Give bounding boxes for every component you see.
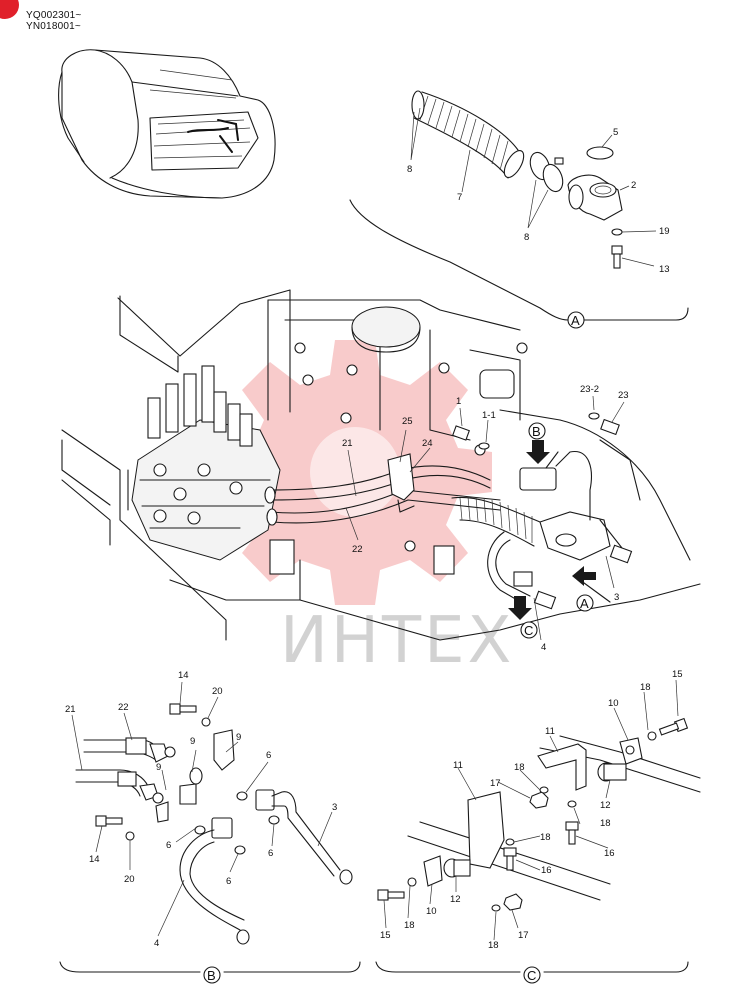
callout-7: 7 [457, 192, 462, 203]
b-callout-21: 21 [65, 704, 76, 715]
view-label-b-bottom: B [207, 968, 216, 983]
callout-25: 25 [402, 416, 413, 427]
b-callout-6-left: 6 [166, 840, 171, 851]
c-callout-10-lower: 10 [426, 906, 437, 917]
callout-1-1: 1-1 [482, 410, 496, 421]
callout-24: 24 [422, 438, 433, 449]
c-callout-11-upper: 11 [545, 726, 555, 737]
watermark-text: ИНТЕХ [280, 604, 514, 678]
main-assembly: B A C 1 1-1 23-2 23 25 24 21 22 3 4 [61, 289, 701, 653]
c-callout-18-mid: 18 [514, 762, 525, 773]
c-callout-17-upper: 17 [490, 778, 501, 789]
b-callout-3: 3 [332, 802, 337, 813]
b-callout-9-mid: 9 [190, 736, 195, 747]
c-callout-15-upper: 15 [672, 669, 683, 680]
b-callout-6-top: 6 [266, 750, 271, 761]
view-label-a-main: A [580, 596, 589, 611]
serial-range-1: YQ002301~ [26, 10, 82, 21]
c-callout-16-lower: 16 [541, 865, 552, 876]
view-a-detail: 5 2 19 13 7 8 8 A [349, 90, 689, 329]
b-callout-14-lower: 14 [89, 854, 100, 865]
view-label-b-main: B [532, 424, 541, 439]
b-callout-14-upper: 14 [178, 670, 189, 681]
view-b-detail: 14 20 22 21 9 9 9 6 3 6 6 6 14 20 4 B [59, 670, 361, 984]
callout-5: 5 [613, 127, 618, 138]
c-callout-18-left: 18 [404, 920, 415, 931]
c-callout-18-center: 18 [540, 832, 551, 843]
c-callout-18-bottom: 18 [488, 940, 499, 951]
c-callout-11-lower: 11 [453, 760, 463, 771]
machine-overview-illustration [58, 49, 276, 199]
callout-4: 4 [541, 642, 546, 653]
callout-8-upper: 8 [407, 164, 412, 175]
c-callout-18-upper: 18 [640, 682, 651, 693]
corner-mark [0, 0, 19, 19]
callout-2: 2 [631, 180, 636, 191]
b-callout-22: 22 [118, 702, 129, 713]
c-callout-18-right: 18 [600, 818, 611, 829]
callout-19: 19 [659, 226, 670, 237]
callout-3: 3 [614, 592, 619, 603]
c-callout-16-upper: 16 [604, 848, 615, 859]
view-label-c-bottom: C [527, 968, 536, 983]
view-label-a-top: A [571, 313, 580, 328]
c-callout-10-upper: 10 [608, 698, 619, 709]
control-valve [131, 365, 281, 561]
callout-1: 1 [456, 396, 461, 407]
b-callout-9-right: 9 [236, 732, 241, 743]
callout-23: 23 [618, 390, 629, 401]
serial-range-2: YN018001~ [26, 21, 81, 32]
c-callout-12-lower: 12 [450, 894, 461, 905]
c-callout-17-lower: 17 [518, 930, 529, 941]
callout-22: 22 [352, 544, 363, 555]
b-callout-20-lower: 20 [124, 874, 135, 885]
callout-21: 21 [342, 438, 353, 449]
bellows-hose-7 [411, 90, 525, 179]
callout-23-2: 23-2 [580, 384, 599, 395]
b-callout-6-right: 6 [268, 848, 273, 859]
callout-8-lower: 8 [524, 232, 529, 243]
view-c-detail: 15 18 10 11 18 17 12 18 16 11 18 16 15 1… [375, 669, 701, 984]
main-bellows [451, 496, 541, 547]
b-callout-20-upper: 20 [212, 686, 223, 697]
b-callout-6-bottom: 6 [226, 876, 231, 887]
c-callout-15-lower: 15 [380, 930, 391, 941]
view-label-c-main: C [524, 623, 533, 638]
callout-13: 13 [659, 264, 670, 275]
b-callout-9-left: 9 [156, 762, 161, 773]
c-callout-12-upper: 12 [600, 800, 611, 811]
b-callout-4: 4 [154, 938, 159, 949]
